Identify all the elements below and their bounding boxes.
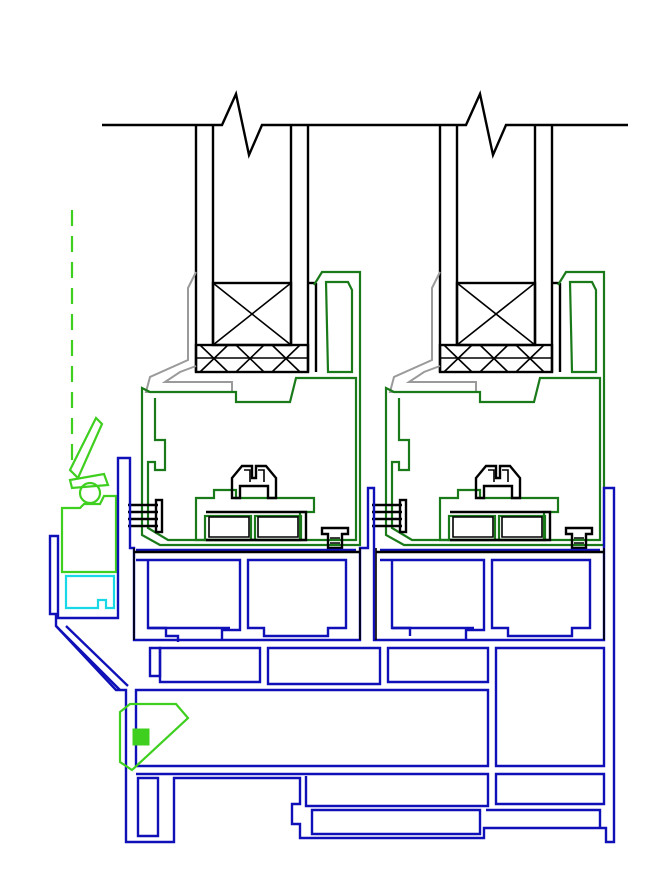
sash-profile-right	[384, 270, 606, 547]
glass-pane-left	[194, 125, 318, 374]
roller-right	[372, 464, 594, 550]
top-edge-line	[102, 90, 628, 159]
glazing-bead-left	[144, 271, 233, 393]
lock-keeper	[118, 702, 190, 772]
handle-body	[60, 494, 118, 574]
glass-pane-right	[438, 125, 562, 374]
outer-frame	[48, 456, 616, 844]
base-profile	[133, 548, 605, 640]
roller-left	[128, 464, 350, 550]
handle-lever	[68, 416, 110, 505]
sash-profile-left	[140, 270, 362, 547]
glazing-bead-right	[388, 271, 477, 393]
drain-insert	[64, 574, 116, 610]
